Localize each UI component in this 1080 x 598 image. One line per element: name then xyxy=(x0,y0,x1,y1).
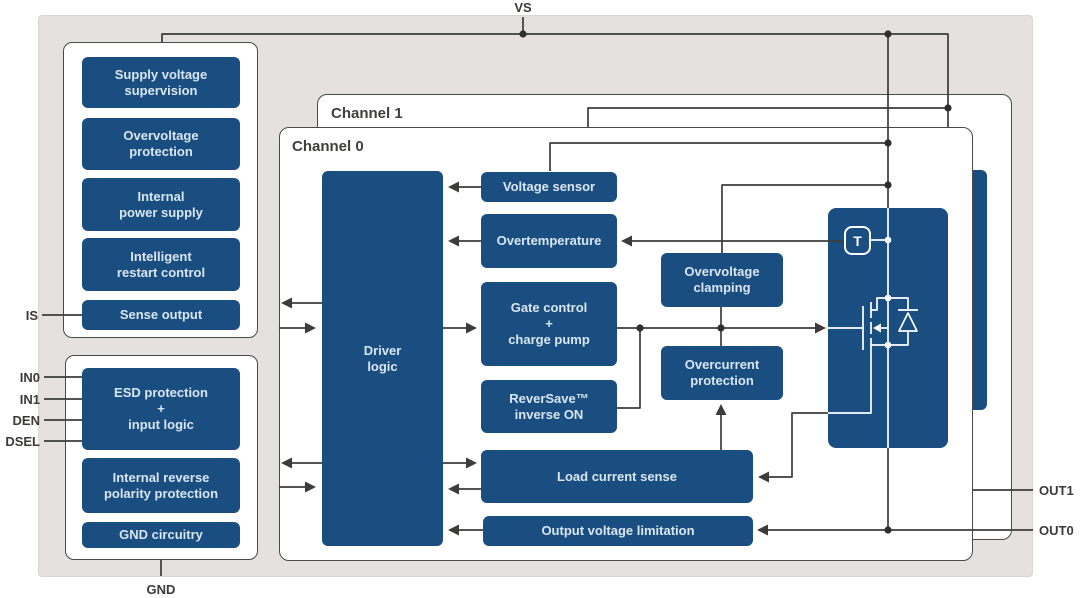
pin-label-dsel: DSEL xyxy=(5,434,40,449)
pin-label-vs: VS xyxy=(514,0,532,15)
channel1-power-stage-sliver xyxy=(973,170,987,410)
pin-label-is: IS xyxy=(25,308,38,323)
channel0-label: Channel 0 xyxy=(292,138,364,155)
block-overtemperature: Overtemperature xyxy=(481,214,617,268)
block-esd-protection-input-logic: ESD protection + input logic xyxy=(82,368,240,450)
channel1-label: Channel 1 xyxy=(331,105,403,122)
block-voltage-sensor: Voltage sensor xyxy=(481,172,617,202)
block-power-mosfet-stage xyxy=(828,208,948,448)
pin-label-den: DEN xyxy=(12,413,40,428)
block-sense-output: Sense output xyxy=(82,300,240,330)
block-reversave-inverse-on: ReverSave™ inverse ON xyxy=(481,380,617,433)
pin-label-in1: IN1 xyxy=(19,392,40,407)
block-intelligent-restart-control: Intelligent restart control xyxy=(82,238,240,291)
pin-label-in0: IN0 xyxy=(19,370,40,385)
block-internal-power-supply: Internal power supply xyxy=(82,178,240,231)
block-gnd-circuitry: GND circuitry xyxy=(82,522,240,548)
pin-label-gnd: GND xyxy=(146,582,176,597)
block-supply-voltage-supervision: Supply voltage supervision xyxy=(82,57,240,108)
block-output-voltage-limitation: Output voltage limitation xyxy=(483,516,753,546)
block-overvoltage-protection: Overvoltage protection xyxy=(82,118,240,170)
block-overvoltage-clamping: Overvoltage clamping xyxy=(661,253,783,307)
pin-label-out0: OUT0 xyxy=(1039,523,1074,538)
block-gate-control-charge-pump: Gate control + charge pump xyxy=(481,282,617,366)
block-internal-reverse-polarity-protection: Internal reverse polarity protection xyxy=(82,458,240,513)
block-driver-logic: Driver logic xyxy=(322,171,443,546)
block-load-current-sense: Load current sense xyxy=(481,450,753,503)
block-overcurrent-protection: Overcurrent protection xyxy=(661,346,783,400)
pin-label-out1: OUT1 xyxy=(1039,483,1074,498)
